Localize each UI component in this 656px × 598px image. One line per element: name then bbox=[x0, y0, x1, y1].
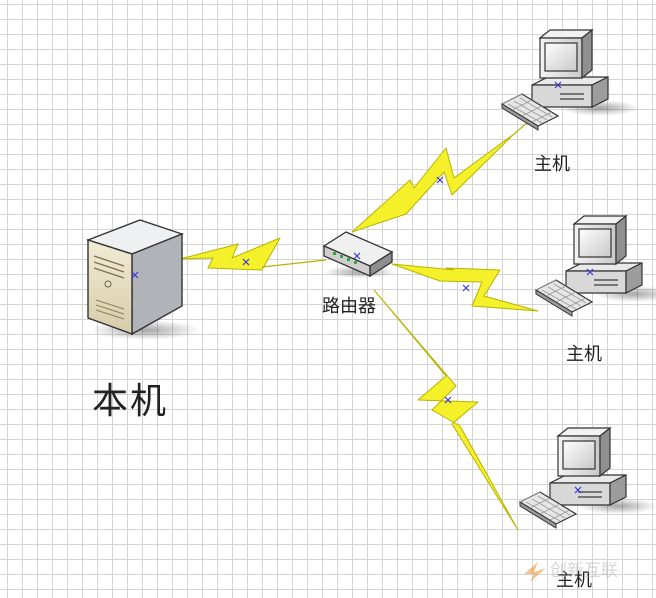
router-label: 路由器 bbox=[322, 296, 376, 317]
link-router-host-3 bbox=[373, 289, 519, 531]
server-tower-icon bbox=[85, 219, 200, 340]
host-3-label: 主机 bbox=[556, 570, 592, 591]
watermark: 创新互联 bbox=[520, 552, 648, 590]
server-label: 本机 bbox=[92, 381, 169, 422]
desktop-computer-icon bbox=[519, 427, 656, 529]
desktop-computer-icon bbox=[501, 29, 641, 131]
link-server-router bbox=[179, 237, 327, 271]
host-1-label: 主机 bbox=[534, 154, 570, 175]
router-icon bbox=[322, 231, 396, 278]
watermark-text: 创新互联 bbox=[550, 561, 618, 581]
brand-logo-icon: 创新互联 bbox=[524, 561, 618, 582]
desktop-computer-icon bbox=[535, 215, 656, 317]
host-2-label: 主机 bbox=[566, 344, 602, 365]
link-router-host-1 bbox=[351, 121, 529, 233]
link-router-host-2 bbox=[391, 263, 539, 312]
